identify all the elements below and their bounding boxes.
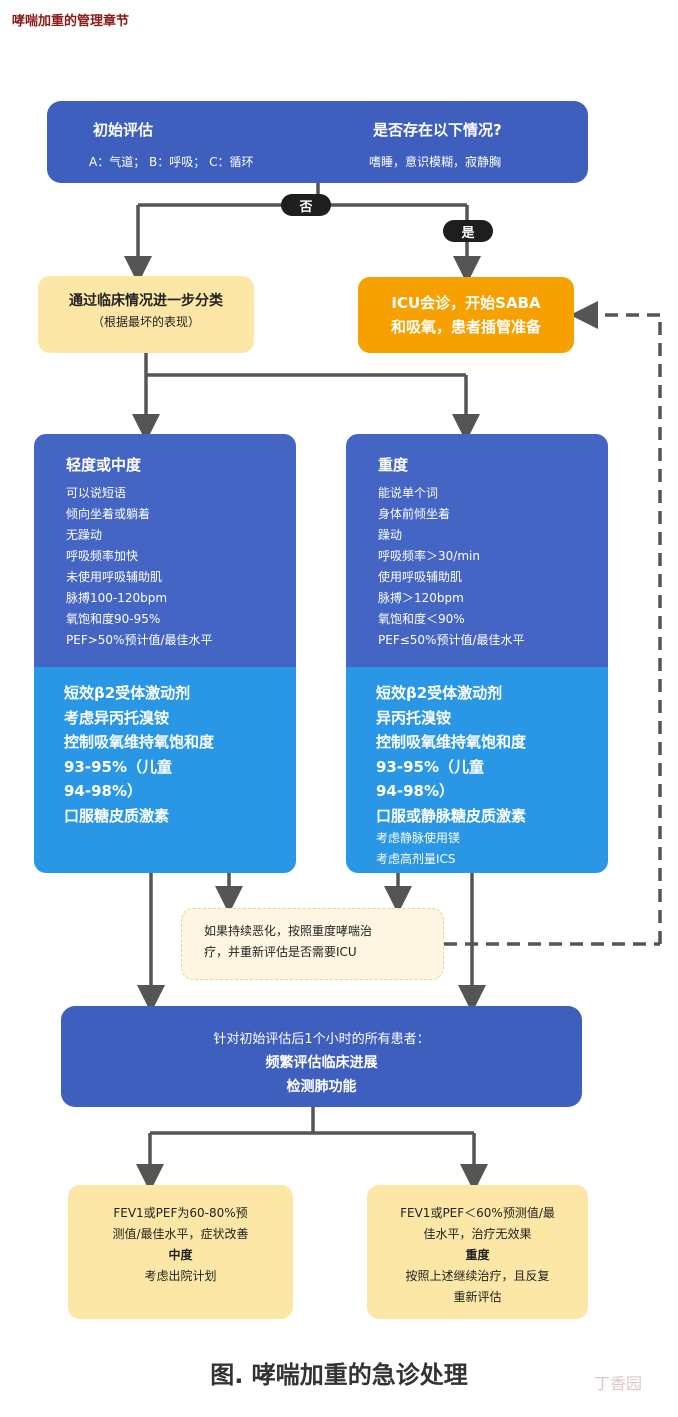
severe-sign: PEF≤50%预计值/最佳水平 [378,633,525,647]
outcome-bad-line: 佳水平，治疗无效果 [423,1227,532,1241]
outcome-good-line: FEV1或PEF为60-80%预 [113,1206,248,1220]
severe-sign: 能说单个词 [378,486,439,500]
mild-sign: 呼吸频率加快 [66,549,139,563]
mild-signs-section: 轻度或中度 可以说短语 倾向坐着或躺着 无躁动 呼吸频率加快 未使用呼吸辅助肌 … [34,434,296,667]
reassess-line1: 针对初始评估后1个小时的所有患者： [213,1032,430,1047]
branch-yes-pill: 是 [443,220,493,242]
outcome-poor-box: FEV1或PEF＜60%预测值/最 佳水平，治疗无效果 重度 按照上述继续治疗，… [367,1185,588,1319]
mild-sign: 可以说短语 [66,486,127,500]
mild-treatment: 短效β2受体激动剂 [64,684,191,702]
mild-sign: 脉搏100-120bpm [66,591,168,605]
mild-treatment-section: 短效β2受体激动剂 考虑异丙托溴铵 控制吸氧维持氧饱和度 93-95%（儿童 9… [34,667,296,873]
page-title: 哮喘加重的管理章节 [12,14,130,29]
severe-sign: 使用呼吸辅助肌 [378,570,463,584]
note-line2: 疗，并重新评估是否需要ICU [204,945,357,959]
mild-sign: 倾向坐着或躺着 [66,507,151,521]
severe-extra: 考虑高剂量ICS [376,852,456,866]
severe-box: 重度 能说单个词 身体前倾坐着 躁动 呼吸频率＞30/min 使用呼吸辅助肌 脉… [346,434,608,873]
severe-treatment: 短效β2受体激动剂 [376,684,503,702]
outcome-bad-level: 重度 [465,1248,490,1262]
reassessment-box: 针对初始评估后1个小时的所有患者： 频繁评估临床进展 检测肺功能 [61,1006,582,1107]
initial-assessment-box: 初始评估 A：气道； B：呼吸； C：循环 是否存在以下情况? 嗜睡，意识模糊，… [47,101,588,183]
branch-no-pill: 否 [281,194,331,216]
icu-box: ICU会诊，开始SABA 和吸氧，患者插管准备 [358,277,574,353]
reassess-line2: 频繁评估临床进展 [265,1055,378,1071]
initial-assessment-title: 初始评估 [93,121,154,139]
initial-assessment-abc: A：气道； B：呼吸； C：循环 [89,155,254,169]
mild-sign: 未使用呼吸辅助肌 [66,570,163,584]
icu-line1: ICU会诊，开始SABA [391,294,541,312]
mild-treatment: 控制吸氧维持氧饱和度 [64,733,215,751]
severe-sign: 氧饱和度＜90% [378,612,465,626]
mild-sign: PEF>50%预计值/最佳水平 [66,633,213,647]
note-line1: 如果持续恶化，按照重度哮喘治 [204,924,373,938]
outcome-good-line: 考虑出院计划 [144,1269,217,1283]
classify-line2: （根据最坏的表现） [91,315,200,329]
severe-treatment: 93-95%（儿童 [376,757,485,776]
severe-treatment: 控制吸氧维持氧饱和度 [376,733,527,751]
severe-title: 重度 [378,456,409,474]
deterioration-note: 如果持续恶化，按照重度哮喘治 疗，并重新评估是否需要ICU [181,908,444,980]
outcome-bad-line: 重新评估 [453,1290,502,1304]
classify-line1: 通过临床情况进一步分类 [69,293,223,309]
mild-moderate-box: 轻度或中度 可以说短语 倾向坐着或躺着 无躁动 呼吸频率加快 未使用呼吸辅助肌 … [34,434,296,873]
reassess-line3: 检测肺功能 [286,1079,357,1095]
outcome-good-line: 测值/最佳水平，症状改善 [112,1227,249,1241]
mild-treatment: 考虑异丙托溴铵 [64,708,170,727]
mild-title: 轻度或中度 [66,456,142,474]
severe-treatment-section: 短效β2受体激动剂 异丙托溴铵 控制吸氧维持氧饱和度 93-95%（儿童 94-… [346,667,608,873]
outcome-improved-box: FEV1或PEF为60-80%预 测值/最佳水平，症状改善 中度 考虑出院计划 [68,1185,293,1319]
watermark-logo: 丁香园 [593,1374,642,1393]
outcome-bad-line: 按照上述继续治疗，且反复 [405,1269,550,1283]
severe-signs-section: 重度 能说单个词 身体前倾坐着 躁动 呼吸频率＞30/min 使用呼吸辅助肌 脉… [346,434,608,667]
outcome-good-level: 中度 [168,1248,193,1262]
classify-box: 通过临床情况进一步分类 （根据最坏的表现） [38,276,254,353]
mild-sign: 氧饱和度90-95% [66,612,161,626]
mild-treatment: 94-98%） [64,782,143,800]
mild-treatment: 93-95%（儿童 [64,757,173,776]
severe-treatment: 异丙托溴铵 [376,708,452,727]
severe-treatment: 94-98%） [376,782,455,800]
mild-sign: 无躁动 [66,528,103,542]
severe-sign: 身体前倾坐着 [378,507,451,521]
severe-extra: 考虑静脉使用镁 [376,831,461,845]
figure-caption: 图. 哮喘加重的急诊处理 [210,1361,468,1389]
icu-line2: 和吸氧，患者插管准备 [390,318,541,336]
condition-list: 嗜睡，意识模糊，寂静胸 [369,155,502,169]
outcome-bad-line: FEV1或PEF＜60%预测值/最 [400,1206,555,1220]
mild-treatment: 口服糖皮质激素 [64,806,170,825]
severe-sign: 躁动 [378,528,403,542]
severe-sign: 脉搏＞120bpm [378,591,464,605]
severe-sign: 呼吸频率＞30/min [378,549,480,563]
condition-question: 是否存在以下情况? [373,121,502,139]
severe-treatment: 口服或静脉糖皮质激素 [376,806,527,825]
